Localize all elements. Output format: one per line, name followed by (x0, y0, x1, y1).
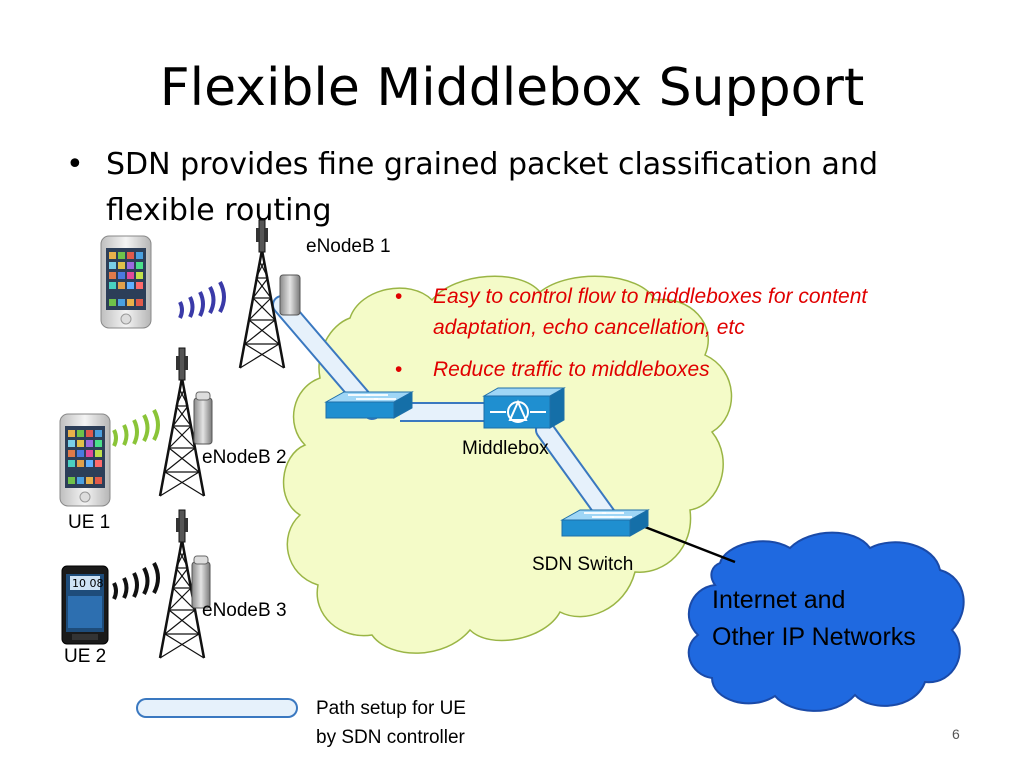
page-number: 6 (952, 726, 960, 742)
ue2-label: UE 2 (64, 646, 107, 667)
phone-top-icon (100, 235, 152, 329)
enodeb1-label: eNodeB 1 (306, 236, 391, 257)
middlebox-label: Middlebox (462, 438, 549, 459)
radio-waves-ue2-icon (112, 562, 160, 600)
svg-text:10 08: 10 08 (72, 577, 104, 590)
enodeb2-cabinet-icon (193, 391, 213, 445)
legend-label: Path setup for UE by SDN controller (316, 694, 466, 752)
internet-label-line1: Internet and (712, 586, 846, 614)
legend-path-icon (136, 698, 298, 718)
note-item: • Easy to control flow to middleboxes fo… (395, 281, 955, 343)
enodeb3-label: eNodeB 3 (202, 600, 287, 621)
sdn-switch-2-icon (561, 509, 649, 537)
note-bullet-dot: • (395, 358, 403, 381)
note-text: Reduce traffic to middleboxes (433, 358, 710, 381)
internet-cloud (687, 531, 965, 712)
slide-title: Flexible Middlebox Support (159, 58, 865, 118)
main-bullet-text: SDN provides fine grained packet classif… (106, 147, 879, 228)
legend-line1: Path setup for UE (316, 698, 466, 719)
sdn-cloud (282, 275, 733, 654)
enodeb2-label: eNodeB 2 (202, 447, 287, 468)
internet-label-line2: Other IP Networks (712, 623, 916, 651)
ue2-phone-icon: 10 08 (61, 565, 109, 645)
note-text: Easy to control flow to middleboxes for … (433, 285, 868, 339)
main-bullet: • SDN provides fine grained packet class… (66, 142, 966, 234)
bullet-dot: • (66, 147, 84, 182)
internet-label: Internet and Other IP Networks (712, 582, 916, 656)
middlebox-icon (482, 387, 566, 429)
note-bullet-dot: • (395, 285, 403, 308)
path-tube-middlebox-sdnswitch (535, 420, 620, 530)
enodeb1-tower-icon (238, 218, 286, 370)
legend-line2: by SDN controller (316, 727, 465, 748)
ue1-phone-icon (59, 413, 111, 507)
internet-link (644, 525, 736, 564)
enodeb1-cabinet-icon (279, 274, 301, 316)
sdn-switch-label: SDN Switch (532, 554, 634, 575)
ue1-label: UE 1 (68, 512, 111, 533)
radio-waves-ue1-icon (112, 409, 160, 447)
notes-list: • Easy to control flow to middleboxes fo… (395, 281, 955, 396)
radio-waves-top-icon (178, 281, 226, 319)
note-item: • Reduce traffic to middleboxes (395, 354, 955, 385)
